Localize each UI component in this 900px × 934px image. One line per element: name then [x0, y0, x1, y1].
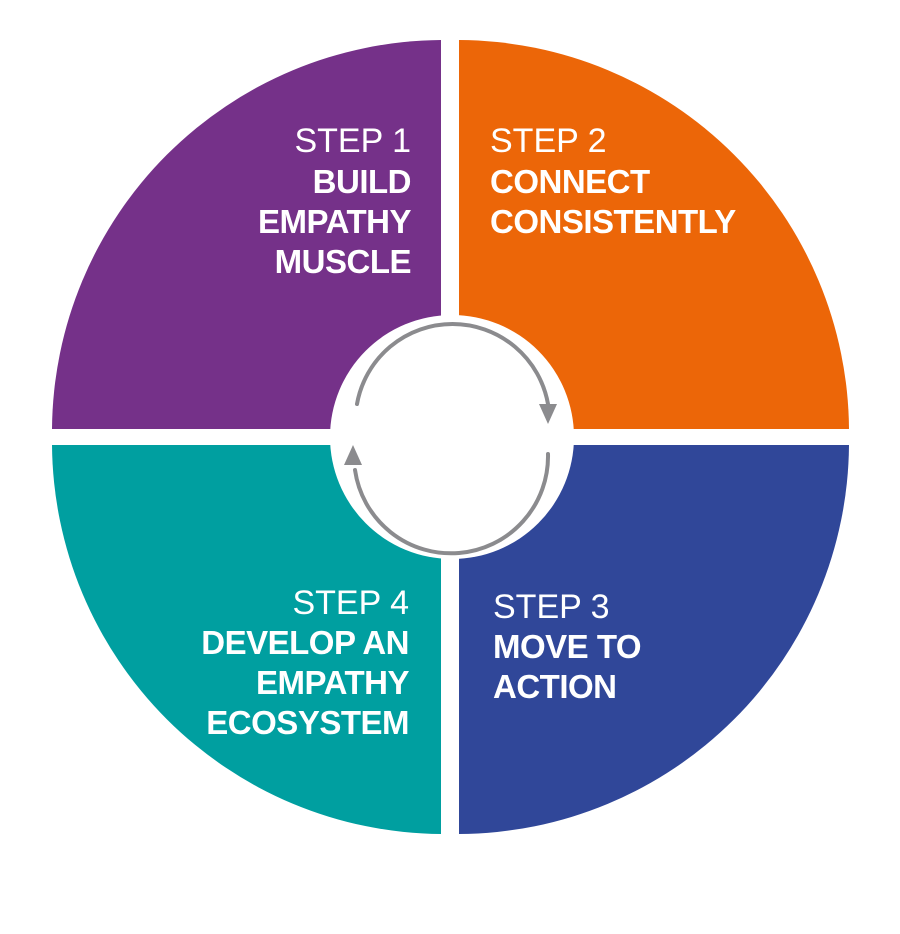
- step-3-text: STEP 3 MOVE TO ACTION: [493, 588, 642, 705]
- step-4-title-line-3: ECOSYSTEM: [206, 704, 409, 741]
- step-2-quadrant: [459, 40, 849, 429]
- cycle-arrow-upper: [355, 322, 550, 406]
- cycle-arrowhead-right: [539, 404, 557, 424]
- step-2-text: STEP 2 CONNECT CONSISTENTLY: [490, 122, 737, 240]
- step-4-text: STEP 4 DEVELOP AN EMPATHY ECOSYSTEM: [201, 584, 410, 741]
- step-3-title-line-2: ACTION: [493, 668, 617, 705]
- step-1-title-line-3: MUSCLE: [275, 243, 411, 280]
- step-2-title-line-1: CONNECT: [490, 163, 650, 200]
- step-3-label: STEP 3: [493, 588, 610, 626]
- step-4-quadrant: [52, 445, 441, 834]
- step-1-label: STEP 1: [294, 122, 411, 160]
- center-hub: [330, 315, 574, 559]
- step-3-quadrant: [459, 445, 849, 834]
- step-2-label: STEP 2: [490, 122, 607, 160]
- cycle-arrowhead-left: [344, 445, 362, 465]
- step-1-text: STEP 1 BUILD EMPATHY MUSCLE: [258, 122, 412, 280]
- step-4-title-line-1: DEVELOP AN: [201, 624, 409, 661]
- step-3-title-line-1: MOVE TO: [493, 628, 641, 665]
- step-1-title-line-2: EMPATHY: [258, 203, 411, 240]
- step-4-title-line-2: EMPATHY: [256, 664, 409, 701]
- step-2-title-line-2: CONSISTENTLY: [490, 203, 736, 240]
- step-1-title-line-1: BUILD: [313, 163, 411, 200]
- step-1-quadrant: [52, 40, 441, 429]
- cycle-arrow-lower: [353, 452, 551, 556]
- cycle-arrows-icon: [344, 322, 557, 556]
- step-4-label: STEP 4: [292, 584, 409, 622]
